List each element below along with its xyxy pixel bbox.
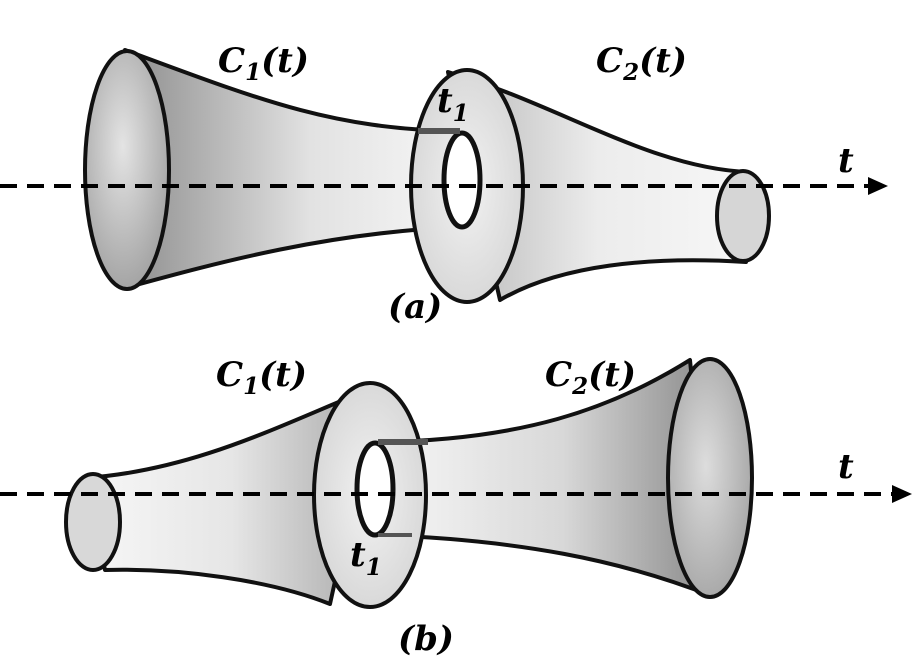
horn-c2-mouth <box>666 357 754 599</box>
label-t1-a: t1 <box>437 81 469 127</box>
horn-c1-mouth <box>83 49 171 291</box>
horn-c2-end <box>715 169 771 263</box>
panel-b <box>0 357 912 609</box>
label-c1-a: C1(t) <box>218 41 309 86</box>
axis-label-b: t <box>838 447 854 487</box>
caption-a: (a) <box>388 287 442 327</box>
label-c2-b: C2(t) <box>545 355 636 400</box>
junction-hole <box>441 130 483 230</box>
axis-label-a: t <box>838 141 854 181</box>
label-c2-a: C2(t) <box>596 41 687 86</box>
label-t1-b: t1 <box>350 535 382 581</box>
label-c1-b: C1(t) <box>216 355 307 400</box>
horn-c2-body <box>378 358 714 598</box>
horn-c1-end <box>64 472 122 572</box>
time-axis-arrowhead <box>892 485 912 503</box>
time-axis-arrowhead <box>868 177 888 195</box>
panel-a <box>0 48 888 304</box>
caption-b: (b) <box>398 619 454 659</box>
junction-hole <box>354 440 396 538</box>
